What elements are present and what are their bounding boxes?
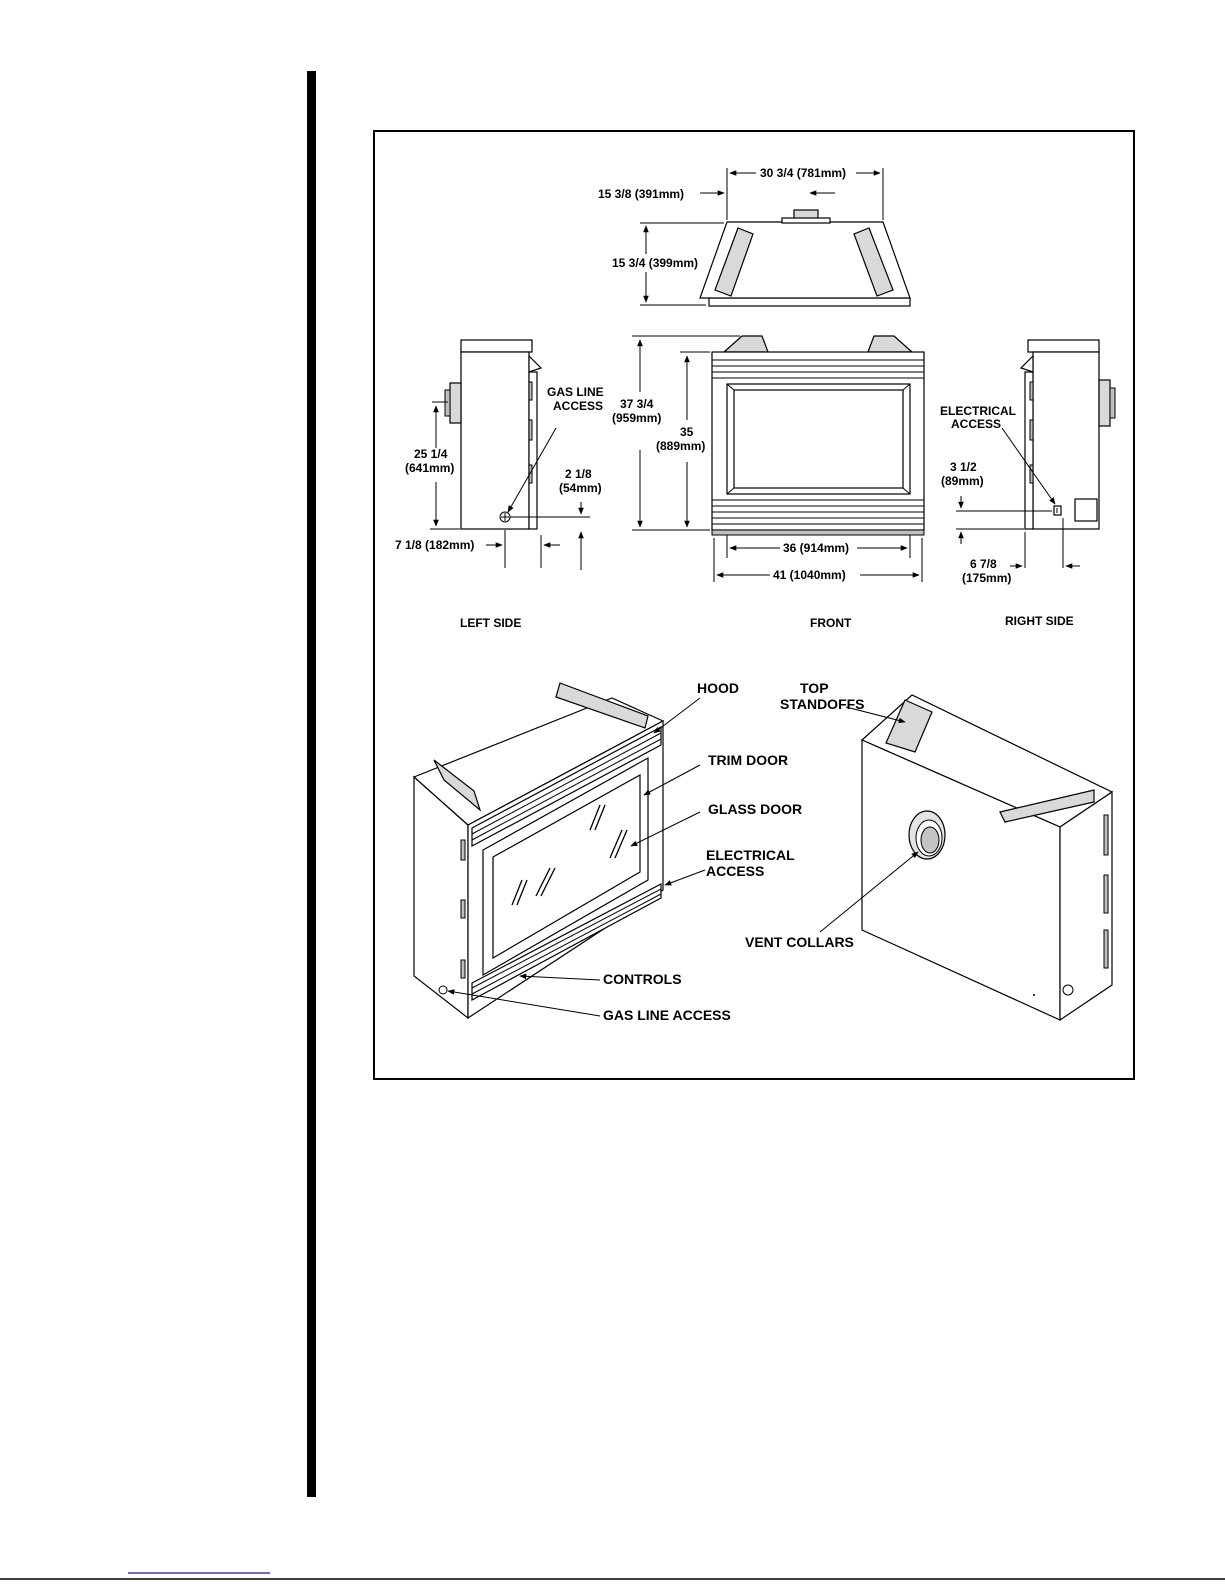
- part-label-vent-collars: VENT COLLARS: [745, 934, 854, 950]
- part-label-trim-door: TRIM DOOR: [708, 752, 788, 768]
- dim-gas-depth: 7 1/8 (182mm): [395, 538, 474, 552]
- dim-front-height-mm: (889mm): [656, 439, 705, 453]
- label-gas-line-access-l1: GAS LINE: [547, 385, 604, 399]
- part-label-glass-door: GLASS DOOR: [708, 801, 802, 817]
- left-side-view: [430, 339, 590, 570]
- view-title-front: FRONT: [810, 616, 852, 630]
- dim-front-outer-width: 41 (1040mm): [773, 568, 846, 582]
- dim-total-height-in: 37 3/4: [620, 397, 654, 411]
- part-label-top-standoffs-l1: TOP: [800, 680, 829, 696]
- view-title-left-side: LEFT SIDE: [460, 616, 521, 630]
- part-label-gas-line-access: GAS LINE ACCESS: [603, 1007, 731, 1023]
- label-electrical-access-l1: ELECTRICAL: [940, 404, 1016, 418]
- dim-front-height-in: 35: [680, 425, 694, 439]
- dim-gas-height-mm: (641mm): [405, 461, 454, 475]
- margin-bar: [307, 71, 316, 1497]
- dim-top-depth: 15 3/4 (399mm): [612, 256, 698, 270]
- label-electrical-access-l2: ACCESS: [951, 417, 1001, 431]
- dim-elec-height-in: 3 1/2: [950, 460, 977, 474]
- dim-top-offset: 15 3/8 (391mm): [598, 187, 684, 201]
- top-view: [640, 168, 911, 307]
- part-label-top-standoffs-l2: STANDOFFS: [780, 696, 865, 712]
- right-side-view: [956, 339, 1116, 569]
- part-label-electrical-access-l1: ELECTRICAL: [706, 847, 795, 863]
- dim-elec-depth-in: 6 7/8: [970, 557, 997, 571]
- label-gas-line-access-l2: ACCESS: [553, 399, 603, 413]
- part-label-hood: HOOD: [697, 680, 739, 696]
- dim-total-height-mm: (959mm): [612, 411, 661, 425]
- part-label-controls: CONTROLS: [603, 971, 682, 987]
- dim-gas-side-in: 2 1/8: [565, 467, 592, 481]
- view-title-right-side: RIGHT SIDE: [1005, 614, 1074, 628]
- front-isometric-view: [412, 682, 706, 1020]
- rear-isometric-view: [819, 694, 1114, 1022]
- dim-top-width: 30 3/4 (781mm): [760, 166, 846, 180]
- front-view: [632, 335, 925, 582]
- dim-elec-height-mm: (89mm): [941, 474, 984, 488]
- dim-gas-height-in: 25 1/4: [414, 447, 448, 461]
- dim-front-inner-width: 36 (914mm): [783, 541, 849, 555]
- dim-gas-side-mm: (54mm): [559, 481, 602, 495]
- diagram-frame: [373, 130, 1135, 1080]
- dim-elec-depth-mm: (175mm): [962, 571, 1011, 585]
- part-label-electrical-access-l2: ACCESS: [706, 863, 764, 879]
